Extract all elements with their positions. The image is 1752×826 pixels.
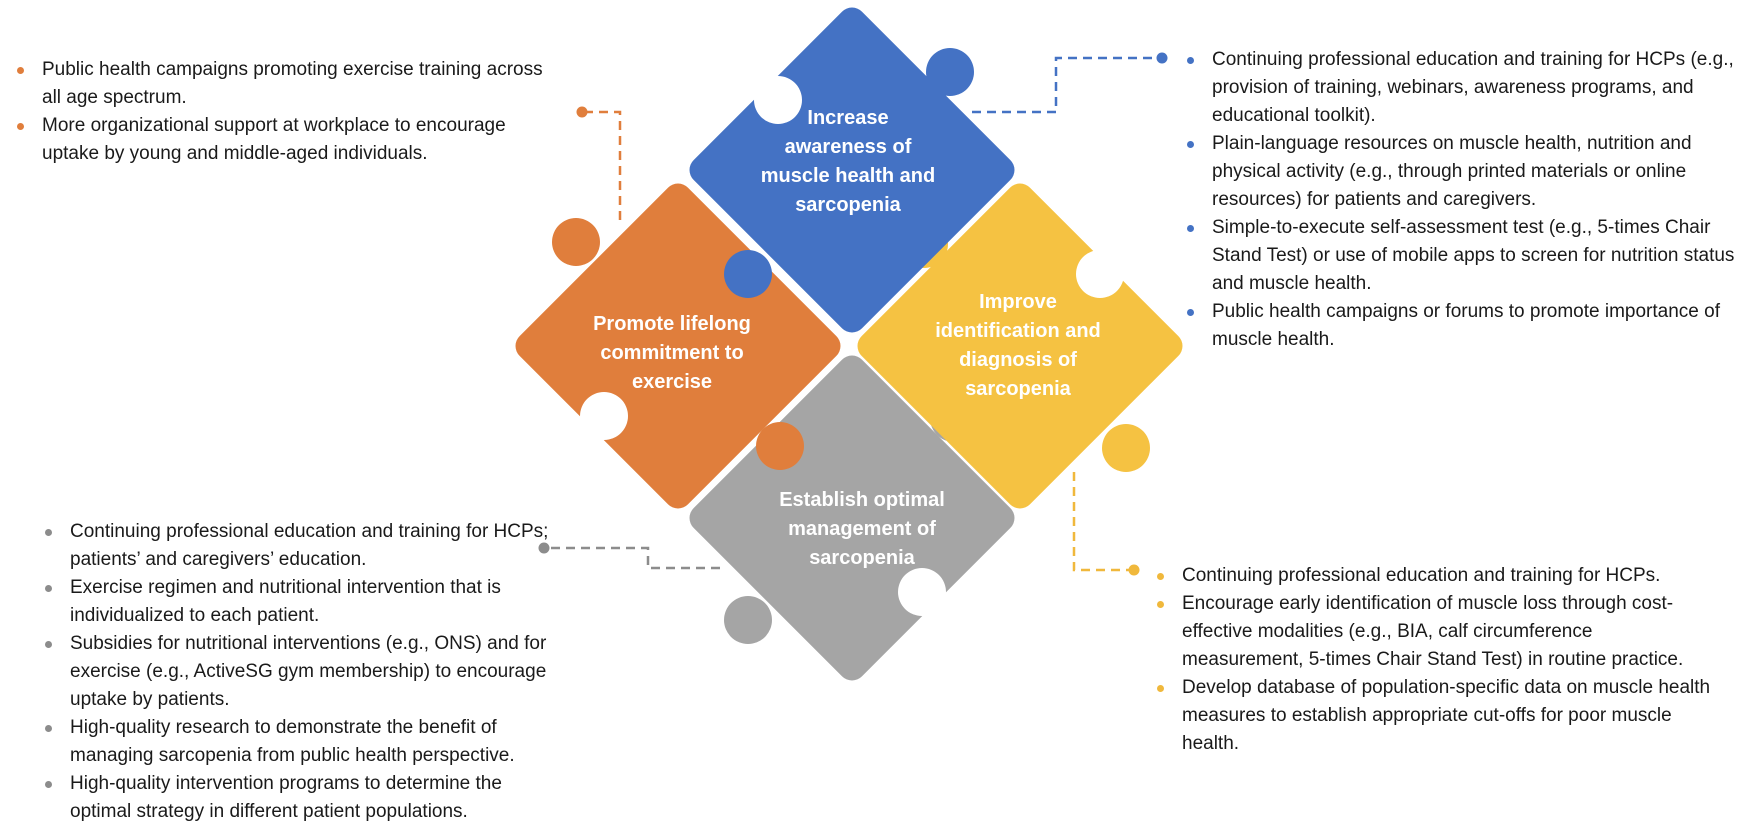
list-item: Continuing professional education and tr… xyxy=(1157,562,1718,590)
piece-label-awareness: Increase awareness of muscle health and … xyxy=(760,107,936,216)
list-item: Simple-to-execute self-assessment test (… xyxy=(1187,214,1748,298)
puzzle-piece-bottom xyxy=(689,355,1015,681)
piece-label-identification: Improve identification and diagnosis of … xyxy=(935,291,1101,400)
connector-dot-blue xyxy=(1156,52,1168,64)
list-item: High-quality research to demonstrate the… xyxy=(45,714,568,770)
piece-label-management: Establish optimal management of sarcopen… xyxy=(779,489,945,569)
connector-bottom-right xyxy=(1072,472,1130,572)
panel-identification-strategies: Continuing professional education and tr… xyxy=(1157,562,1718,758)
list-item: More organizational support at workplace… xyxy=(17,112,562,168)
list-item: Public health campaigns promoting exerci… xyxy=(17,56,562,112)
panel-management-strategies: Continuing professional education and tr… xyxy=(45,518,568,826)
puzzle-piece-left xyxy=(515,183,841,509)
connector-bottom-left xyxy=(544,546,720,570)
piece-label-exercise: Promote lifelong commitment to exercise xyxy=(593,313,751,393)
connector-dot-gray xyxy=(538,542,550,554)
connectors xyxy=(544,56,1162,572)
connector-dot-orange xyxy=(576,106,588,118)
panel-exercise-strategies: Public health campaigns promoting exerci… xyxy=(17,56,562,168)
list-item: Encourage early identification of muscle… xyxy=(1157,590,1718,674)
connector-dot-yellow xyxy=(1128,564,1140,576)
list-item: Public health campaigns or forums to pro… xyxy=(1187,298,1748,354)
connector-dots xyxy=(538,52,1168,576)
list-item: Plain-language resources on muscle healt… xyxy=(1187,130,1748,214)
list-item: Continuing professional education and tr… xyxy=(45,518,568,574)
list-item: High-quality intervention programs to de… xyxy=(45,770,568,826)
puzzle-piece-top xyxy=(689,7,1015,333)
list-item: Continuing professional education and tr… xyxy=(1187,46,1748,130)
list-item: Develop database of population-specific … xyxy=(1157,674,1718,758)
connector-top-left xyxy=(582,110,622,220)
list-item: Subsidies for nutritional interventions … xyxy=(45,630,568,714)
list-item: Exercise regimen and nutritional interve… xyxy=(45,574,568,630)
panel-awareness-strategies: Continuing professional education and tr… xyxy=(1187,46,1748,354)
connector-top-right xyxy=(972,56,1162,114)
